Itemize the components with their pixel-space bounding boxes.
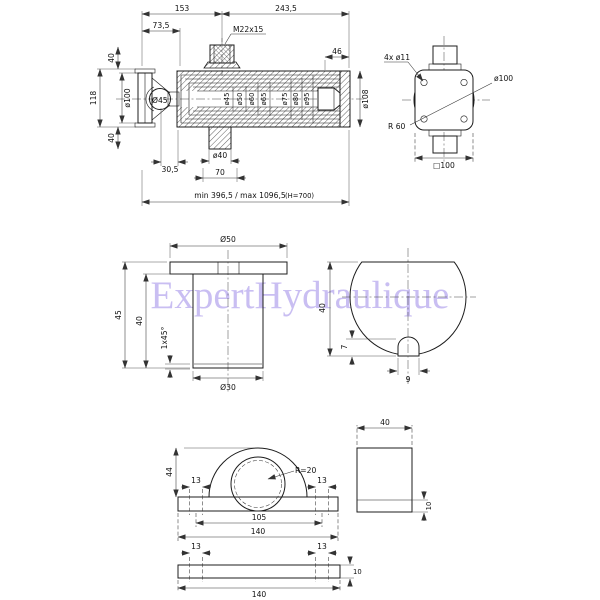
dim-label-clamp-44: 44 bbox=[165, 467, 174, 477]
watermark-text: ExpertHydraulique bbox=[151, 274, 450, 317]
clevis-ball-end bbox=[134, 68, 180, 128]
plate-outline bbox=[177, 564, 341, 579]
bore-label-75: ø75 bbox=[281, 93, 289, 106]
dim-label-118: 118 bbox=[89, 91, 98, 106]
dim-label-plate-140: 140 bbox=[252, 590, 267, 599]
socket-part-view: 40 7 9 bbox=[318, 234, 476, 384]
socket-tab bbox=[397, 336, 420, 357]
piston-gland bbox=[317, 87, 341, 111]
dim-label-4x-d11: 4x ø11 bbox=[384, 53, 410, 62]
dim-label-d100-left: ø100 bbox=[123, 88, 132, 107]
dim-label-30-5: 30,5 bbox=[162, 165, 179, 174]
dim-label-d108: ø108 bbox=[361, 89, 370, 108]
clamp-side-view: 40 10 bbox=[356, 418, 433, 521]
bottom-spigot bbox=[208, 126, 232, 150]
bottom-boss bbox=[428, 129, 462, 154]
dim-label-side-10: 10 bbox=[425, 502, 433, 511]
dim-label-stroke: min 396,5 / max 1096,5 bbox=[194, 191, 286, 200]
dim-label-clamp-140: 140 bbox=[251, 527, 266, 536]
clamp-front-dimensions: 44 13 13 R=20 105 140 bbox=[165, 447, 339, 541]
pin-view-dimensions: Ø50 45 40 1x45° Ø30 bbox=[114, 235, 288, 392]
dim-label-square-100: □100 bbox=[433, 161, 455, 170]
dim-label-d50: Ø50 bbox=[220, 235, 236, 244]
bore-dimension-labels: ø45 ø50 ø60 ø65 ø75 ø80 ø95 bbox=[223, 75, 314, 123]
pin-body bbox=[192, 273, 264, 369]
dim-label-hole-13-left: 13 bbox=[191, 476, 201, 485]
dim-label-socket-9: 9 bbox=[406, 375, 411, 384]
top-boss bbox=[428, 45, 462, 71]
dim-label-pin-40: 40 bbox=[135, 316, 144, 326]
dim-label-40-top: 40 bbox=[107, 53, 116, 63]
dim-label-socket-7: 7 bbox=[340, 344, 349, 349]
bore-label-50: ø50 bbox=[236, 93, 244, 106]
dim-label-d40-spigot: ø40 bbox=[213, 151, 227, 160]
oil-port bbox=[203, 38, 241, 76]
clamp-base bbox=[177, 496, 339, 512]
dim-label-105: 105 bbox=[252, 513, 267, 522]
dim-label-46: 46 bbox=[332, 47, 342, 56]
end-view-dimensions: 4x ø11 ø100 R 60 □100 bbox=[384, 53, 513, 170]
dim-label-70: 70 bbox=[215, 168, 225, 177]
dim-label-r60: R 60 bbox=[388, 122, 406, 131]
tube-phantom-circle bbox=[234, 460, 282, 508]
stage-walls bbox=[180, 74, 340, 124]
dim-label-chamfer: 1x45° bbox=[160, 326, 169, 349]
dim-label-ball-d45: Ø45 bbox=[152, 96, 168, 105]
dim-label-r20: R=20 bbox=[295, 466, 316, 475]
square-flange bbox=[414, 69, 474, 131]
bore-label-65: ø65 bbox=[260, 93, 268, 106]
dim-label-d100-end: ø100 bbox=[494, 74, 513, 83]
dim-label-socket-40: 40 bbox=[318, 303, 327, 313]
clamp-side-outline bbox=[356, 447, 413, 513]
dim-label-stroke-note: (H=700) bbox=[285, 192, 314, 200]
cylinder-end-view: 4x ø11 ø100 R 60 □100 bbox=[384, 36, 513, 170]
dim-label-40-bottom: 40 bbox=[107, 133, 116, 143]
dim-label-side-40: 40 bbox=[380, 418, 390, 427]
socket-view-dimensions: 40 7 9 bbox=[318, 261, 430, 384]
bore-label-95: ø95 bbox=[303, 93, 311, 106]
clamp-front-view: 44 13 13 R=20 105 140 bbox=[165, 447, 339, 541]
side-view-dimensions: 153 243,5 73,5 M22x15 46 40 40 118 ø100 … bbox=[89, 4, 370, 206]
pin-part-view: Ø50 45 40 1x45° Ø30 bbox=[114, 235, 288, 394]
bore-label-80: ø80 bbox=[292, 93, 300, 106]
dim-label-plate-13-left: 13 bbox=[191, 542, 201, 551]
dim-label-d30: Ø30 bbox=[220, 383, 236, 392]
bore-label-60: ø60 bbox=[248, 93, 256, 106]
dim-label-hole-13-right: 13 bbox=[317, 476, 327, 485]
bore-label-45: ø45 bbox=[223, 93, 231, 106]
dim-label-plate-10: 10 bbox=[353, 568, 362, 576]
dim-label-plate-13-right: 13 bbox=[317, 542, 327, 551]
telescopic-body bbox=[176, 70, 351, 128]
base-plate-view: 13 13 140 10 bbox=[177, 542, 362, 599]
clamp-side-dimensions: 40 10 bbox=[356, 418, 433, 521]
clamp-inner-bore bbox=[230, 456, 286, 512]
bolt-holes bbox=[420, 79, 468, 123]
cylinder-side-section-view: 153 243,5 73,5 M22x15 46 40 40 118 ø100 … bbox=[89, 4, 370, 206]
ball-joint bbox=[149, 88, 171, 110]
dim-label-243-5: 243,5 bbox=[275, 4, 297, 13]
clamp-outer-arch bbox=[208, 447, 308, 498]
dim-label-153: 153 bbox=[175, 4, 190, 13]
plate-dimensions: 13 13 140 10 bbox=[177, 542, 362, 599]
dim-label-pin-45: 45 bbox=[114, 310, 123, 320]
dim-label-73-5: 73,5 bbox=[153, 21, 170, 30]
thread-label: M22x15 bbox=[233, 25, 264, 34]
pin-flange bbox=[169, 261, 288, 275]
